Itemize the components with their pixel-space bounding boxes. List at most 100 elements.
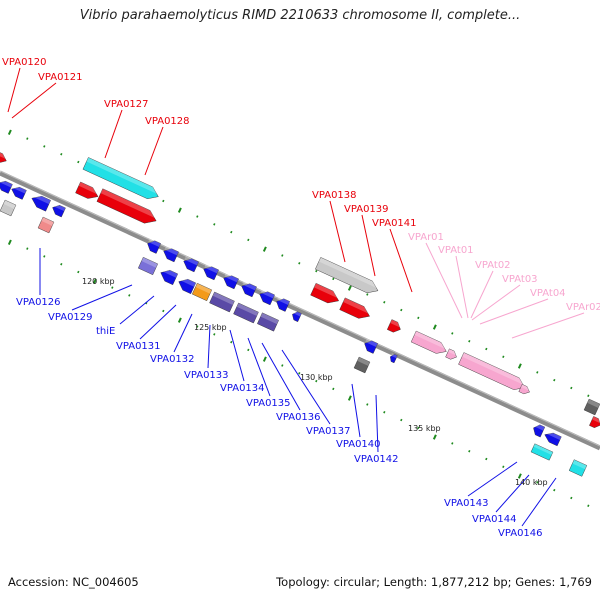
gene-label[interactable]: VPAr01: [408, 232, 444, 243]
gene-label[interactable]: VPA0129: [48, 312, 93, 323]
gene-label[interactable]: VPA0133: [184, 370, 229, 381]
gene-vpa0142[interactable]: [389, 353, 398, 364]
gene-vpa0131[interactable]: [176, 276, 197, 295]
gene-vpa0130d[interactable]: [221, 273, 239, 290]
gene-features: [0, 150, 600, 477]
gene-vpa0121[interactable]: [0, 150, 9, 166]
gene-vpa0122[interactable]: [0, 178, 13, 194]
scale-dot: [536, 481, 539, 484]
gene-vpa0130a[interactable]: [161, 246, 179, 263]
scale-dot: [347, 285, 352, 291]
gene-vpar02[interactable]: [458, 352, 528, 394]
gene-vpa0135[interactable]: [257, 312, 279, 332]
gene-label[interactable]: VPA0131: [116, 341, 161, 352]
gene-label[interactable]: VPA0135: [246, 398, 291, 409]
scale-label: 120 kbp: [82, 277, 115, 286]
gene-vpa0127[interactable]: [82, 157, 162, 202]
gene-vpa0130f[interactable]: [257, 289, 275, 306]
gene-vpa0123[interactable]: [10, 184, 27, 200]
gene-vpa0143a[interactable]: [531, 422, 546, 438]
gene-vpa0130b[interactable]: [181, 256, 199, 273]
gene-thie[interactable]: [158, 267, 179, 286]
leader-line: [495, 474, 530, 513]
scale-dot: [162, 199, 165, 203]
gene-vpa0130g[interactable]: [274, 296, 291, 312]
gene-vpa0124[interactable]: [29, 192, 51, 212]
leader-line: [207, 324, 211, 369]
gene-vpa0134[interactable]: [233, 302, 259, 324]
scale-dot: [26, 137, 29, 140]
gene-vpa0145[interactable]: [589, 416, 600, 429]
gene-label[interactable]: VPA0128: [145, 116, 190, 127]
gene-vpa0126[interactable]: [37, 216, 55, 234]
gene-label[interactable]: VPA0140: [336, 439, 381, 450]
scale-dot: [43, 145, 46, 148]
gene-vpa0145a[interactable]: [583, 398, 600, 416]
gene-label[interactable]: VPA0146: [498, 528, 543, 539]
gene-vpa0129[interactable]: [137, 256, 159, 276]
gene-label[interactable]: VPA0134: [220, 383, 265, 394]
gene-vpa0137[interactable]: [290, 310, 302, 323]
gene-label[interactable]: VPA0136: [276, 412, 321, 423]
scale-dots: [7, 129, 590, 507]
gene-vpat01[interactable]: [445, 348, 459, 361]
gene-vpa0144[interactable]: [530, 443, 554, 461]
gene-label[interactable]: VPA0137: [306, 426, 351, 437]
gene-label[interactable]: VPAt04: [530, 288, 566, 299]
leader-line: [261, 342, 301, 411]
scale-dot: [213, 223, 216, 226]
leader-line: [71, 284, 133, 311]
gene-vpa0146[interactable]: [568, 459, 588, 477]
gene-label[interactable]: VPA0126: [16, 297, 61, 308]
leader-line: [173, 313, 193, 353]
scale-label: 140 kbp: [515, 478, 548, 487]
scale-dot: [213, 333, 216, 336]
accession-text: Accession: NC_004605: [8, 575, 139, 589]
gene-label[interactable]: thiE: [96, 326, 115, 337]
scale-dot: [400, 418, 403, 422]
scale-dot: [298, 372, 301, 375]
leader-line: [351, 383, 361, 438]
scale-dot: [553, 488, 556, 492]
gene-vpa0128[interactable]: [96, 188, 160, 228]
gene-vpa0139[interactable]: [339, 297, 373, 322]
scale-dot: [177, 207, 182, 213]
scale-dot: [587, 394, 590, 397]
gene-label[interactable]: VPA0143: [444, 498, 489, 509]
gene-vpa0130c[interactable]: [201, 264, 219, 281]
scale-dot: [177, 317, 182, 323]
gene-vpa0133[interactable]: [209, 291, 235, 313]
gene-vpa0130e[interactable]: [239, 281, 257, 298]
gene-vpa0126a[interactable]: [0, 199, 17, 217]
gene-vpat04[interactable]: [518, 384, 532, 395]
gene-vpa0140[interactable]: [353, 356, 371, 374]
gene-label[interactable]: VPA0127: [104, 99, 149, 110]
gene-label[interactable]: VPA0121: [38, 72, 83, 83]
gene-vpar01[interactable]: [410, 330, 449, 357]
gene-vpa0141[interactable]: [386, 319, 403, 335]
gene-label[interactable]: VPA0138: [312, 190, 357, 201]
gene-label[interactable]: VPAr02: [566, 302, 600, 313]
gene-vpa0140a[interactable]: [362, 338, 379, 354]
gene-label[interactable]: VPAt02: [475, 260, 511, 271]
scale-dot: [196, 325, 199, 328]
gene-label[interactable]: VPA0139: [344, 204, 389, 215]
gene-vpa0143[interactable]: [543, 430, 562, 447]
gene-vpa0132[interactable]: [191, 282, 213, 302]
gene-label[interactable]: VPAt03: [502, 274, 538, 285]
gene-vpa0127b[interactable]: [75, 181, 101, 202]
gene-vpa0138b[interactable]: [310, 282, 342, 306]
gene-vpa0129a[interactable]: [145, 238, 162, 254]
gene-label[interactable]: VPAt01: [438, 245, 474, 256]
gene-vpa0138[interactable]: [315, 257, 381, 296]
gene-label[interactable]: VPA0142: [354, 454, 399, 465]
gene-label[interactable]: VPA0144: [472, 514, 517, 525]
gene-label[interactable]: VPA0141: [372, 218, 417, 229]
scale-dot: [347, 395, 352, 401]
gene-vpa0125[interactable]: [50, 202, 66, 218]
label-leaders: [7, 67, 585, 527]
gene-label[interactable]: VPA0120: [2, 57, 47, 68]
gene-label[interactable]: VPA0132: [150, 354, 195, 365]
leader-line: [104, 109, 123, 159]
scale-dot: [468, 449, 471, 453]
